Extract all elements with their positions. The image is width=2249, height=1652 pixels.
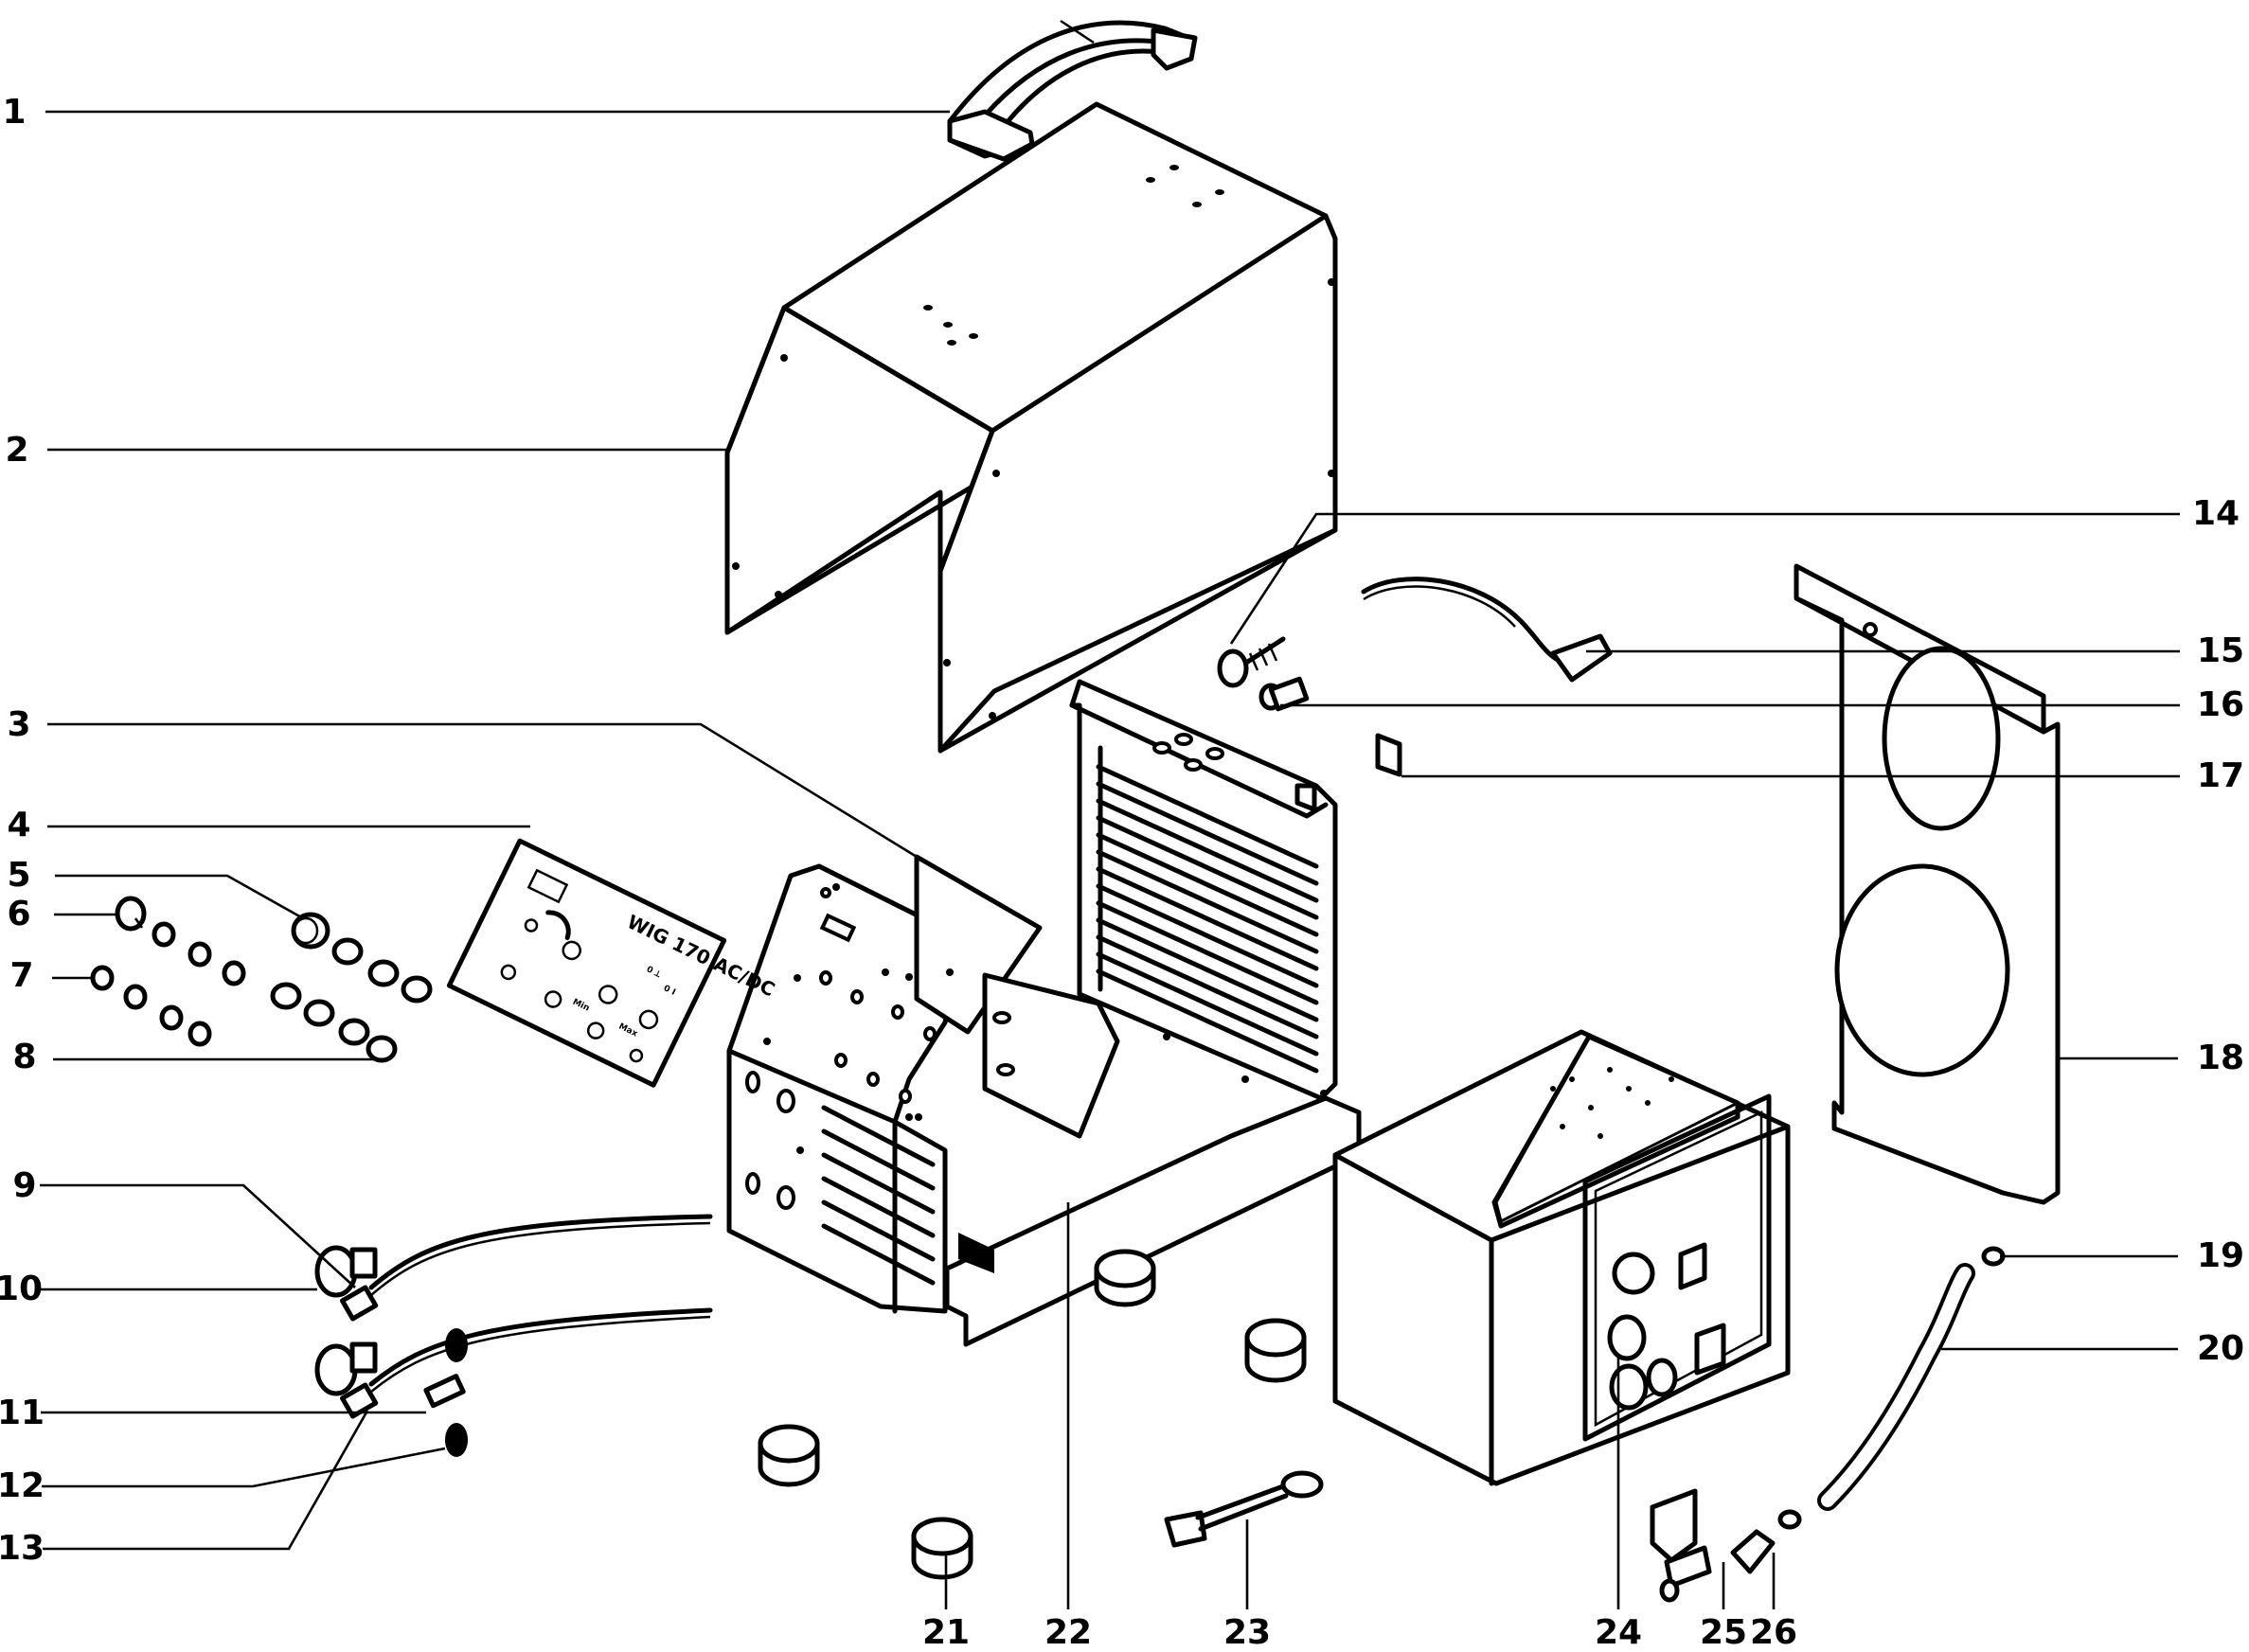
hose-nozzle: [1730, 1509, 1802, 1574]
callout-10: 10: [0, 1270, 44, 1308]
power-module-pcb: [1332, 1029, 1791, 1486]
callout-5: 5: [7, 856, 31, 895]
thermal-sensor: [1164, 1470, 1324, 1548]
callout-11: 11: [0, 1394, 45, 1432]
gas-inlet-nipple: [1258, 676, 1310, 712]
cable-connector-upper: [340, 1214, 713, 1322]
callout-12: 12: [0, 1466, 45, 1505]
knobs-and-caps: [90, 896, 433, 1063]
callout-9: 9: [12, 1166, 37, 1205]
rear-fan-bracket: [1794, 563, 2061, 1205]
large-knob: [291, 912, 330, 950]
callout-2: 2: [5, 431, 29, 470]
callout-18: 18: [2196, 1039, 2245, 1077]
callout-17: 17: [2196, 756, 2245, 795]
panel-socket: [314, 1245, 378, 1396]
cable-connector-lower: [340, 1307, 713, 1419]
callout-6: 6: [7, 895, 31, 933]
handle: [947, 19, 1198, 162]
callout-20: 20: [2196, 1329, 2245, 1368]
callout-24: 24: [1594, 1613, 1643, 1652]
callout-3: 3: [7, 705, 31, 744]
callout-1: 1: [2, 93, 27, 132]
label-plate: [1375, 733, 1402, 777]
gas-fitting: [423, 1374, 466, 1409]
knob-caps: [90, 896, 246, 1047]
callout-19: 19: [2196, 1236, 2245, 1275]
callout-7: 7: [9, 956, 34, 995]
heatsink-fins: [1096, 764, 1319, 1074]
callout-4: 4: [7, 806, 31, 844]
callout-16: 16: [2196, 685, 2245, 724]
rubber-foot: [758, 1249, 1307, 1580]
top-cover: [724, 101, 1338, 754]
small-knob: [270, 937, 433, 1063]
callout-8: 8: [12, 1038, 37, 1076]
cable-gland: [1217, 636, 1286, 688]
callout-26: 26: [1749, 1613, 1798, 1652]
callout-25: 25: [1699, 1613, 1748, 1652]
gas-hose: [1817, 1263, 1975, 1511]
callout-13: 13: [0, 1529, 45, 1568]
callout-14: 14: [2191, 494, 2240, 533]
callout-22: 22: [1044, 1613, 1093, 1652]
solenoid-valve: [1650, 1488, 1712, 1603]
mains-cable-with-plug: [1361, 577, 1613, 683]
callout-21: 21: [921, 1613, 971, 1652]
sockets-and-cables: [314, 1214, 713, 1457]
front-vents: [821, 1105, 936, 1286]
callout-23: 23: [1223, 1613, 1272, 1652]
leader-lines: [40, 110, 2180, 1609]
chassis-with-heatsink: [726, 679, 1362, 1347]
callout-15: 15: [2196, 631, 2245, 670]
